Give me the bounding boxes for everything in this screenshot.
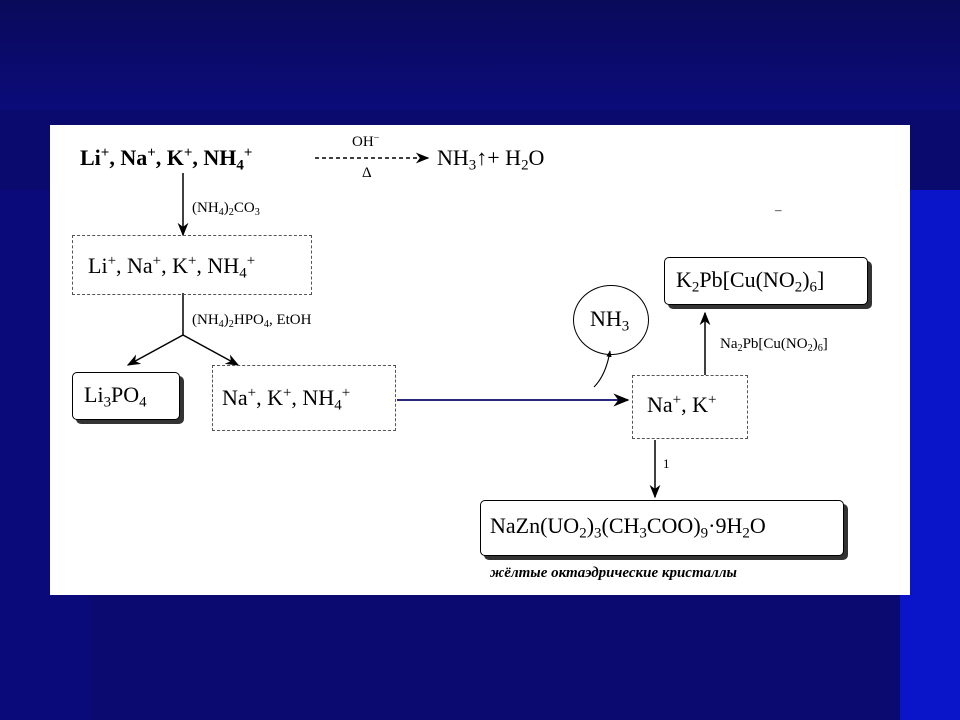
ions-box-2-text: Na+, K+, NH4+ [222,384,351,414]
carbonate-reagent: (NH4)2CO3 [192,200,260,219]
ions-box-1-text: Li+, Na+, K+, NH4+ [88,252,256,282]
li3po4-precipitate-box [72,372,180,420]
na2pb-reagent: Na2Pb[Cu(NO2)6] [720,336,828,355]
nh3-h2o-product: NH3↑+ H2O [437,145,545,174]
diagram-panel: Li+, Na+, K+, NH4+ OH− Δ NH3↑+ H2O (NH4)… [50,125,910,595]
oh-reagent: OH− [352,132,380,150]
background-top-band [0,0,960,110]
stray-dash-mark: – [775,202,782,217]
background-bottom-band [90,595,900,720]
ion-li: Li [80,145,101,170]
top-ions: Li+, Na+, K+, NH4+ [80,144,253,174]
nazn-text: NaZn(UO2)3(CH3COO)9·9H2O [490,513,766,542]
nh3-gas-circle [573,285,649,355]
li3po4-arrow [126,334,184,366]
background-right-band [900,190,960,720]
heat-delta: Δ [362,165,372,181]
li3po4-text: Li3PO4 [84,382,147,411]
ions-box-1 [72,235,312,295]
nh3-release-arrow [593,350,612,388]
ion-nh4: NH [203,145,237,170]
phosphate-reagent: (NH4)2HPO4, EtOH [192,312,312,331]
crystal-caption: жёлтые октаэдрические кристаллы [490,565,737,581]
ion-k: K [166,145,184,170]
k2pb-precipitate-box [664,257,868,305]
step-label: 1 [663,456,670,471]
box2-arrow [182,334,240,366]
ions-box-2 [212,365,396,431]
ion-na: Na [120,145,148,170]
gas-up-arrow-icon: ↑ [476,145,488,170]
nh3-circle-text: NH3 [590,306,630,335]
ions-box-3-text: Na+, K+ [647,391,717,417]
k2pb-text: K2Pb[Cu(NO2)6] [676,267,825,296]
nazn-precipitate-box [480,500,844,556]
ions-box-3 [632,375,748,439]
